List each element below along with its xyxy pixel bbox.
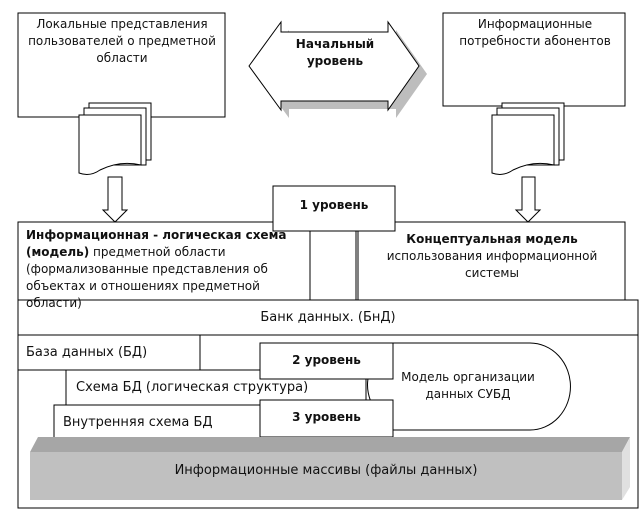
documents-icon-right: [491, 102, 565, 175]
conceptual-desc: использования информационной системы: [386, 249, 598, 280]
level3-box: [259, 399, 394, 438]
conceptual-box: [357, 221, 626, 312]
slab-top: [30, 437, 630, 452]
local-views-text: Локальные представления пользователей о …: [28, 17, 216, 65]
level2-label: 2 уровень: [292, 353, 361, 367]
info-needs-box: [442, 12, 626, 107]
internal-schema-label: Внутренняя схема БД: [63, 415, 213, 430]
info-needs-text: Информационные потребности абонентов: [459, 17, 611, 48]
infological-text: Информационная - логическая схема (модел…: [26, 227, 288, 312]
level1-label: 1 уровень: [299, 198, 369, 212]
info-arrays-label: Информационные массивы (файлы данных): [174, 463, 478, 478]
bank-title: Банк данных. (БнД): [260, 310, 396, 325]
dbms-model-label: Модель организации данных СУБД: [401, 370, 535, 401]
schema-label: Схема БД (логическая структура): [76, 380, 309, 395]
level3-label: 3 уровень: [292, 410, 361, 424]
local-views-box: [17, 12, 226, 118]
documents-icon-left: [78, 102, 152, 175]
double-arrow-icon: [248, 20, 420, 112]
conceptual-title: Концептуальная модель: [406, 232, 578, 246]
database-label: База данных (БД): [26, 345, 148, 360]
infological-title: Информационная - логическая схема (модел…: [26, 228, 287, 259]
down-arrow-right: [514, 176, 542, 223]
slab-side: [622, 437, 630, 500]
conceptual-text: Концептуальная модель использования инфор…: [362, 231, 622, 282]
level1-box: [272, 185, 396, 232]
infological-desc: предметной области (формализованные пред…: [26, 245, 268, 310]
dbms-model-shape: [367, 342, 571, 431]
down-arrow-left: [101, 176, 129, 223]
level2-box: [259, 342, 394, 380]
initial-level-text: Начальный уровень: [295, 37, 375, 68]
info-arrays-slab: [30, 452, 622, 500]
